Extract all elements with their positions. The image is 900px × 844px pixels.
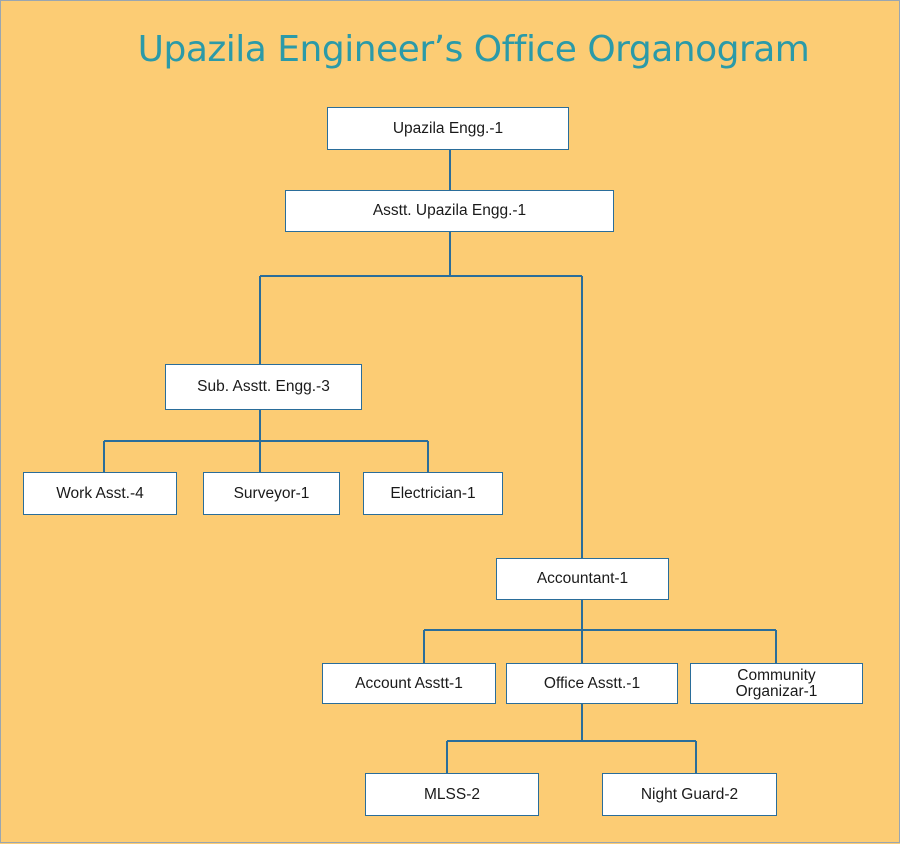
node-label: Electrician-1 (390, 484, 476, 502)
node-accountant: Accountant-1 (496, 558, 669, 600)
node-label-line2: Organizar-1 (735, 682, 818, 700)
diagram-title: Upazila Engineer’s Office Organogram (137, 29, 810, 70)
node-label: Work Asst.-4 (56, 484, 144, 502)
node-work-asst: Work Asst.-4 (23, 472, 177, 515)
node-label: Surveyor-1 (233, 484, 310, 502)
node-label: Account Asstt-1 (355, 674, 463, 692)
node-office-asstt: Office Asstt.-1 (506, 663, 678, 704)
node-electrician: Electrician-1 (363, 472, 503, 515)
node-surveyor: Surveyor-1 (203, 472, 340, 515)
node-sub-asstt-engg: Sub. Asstt. Engg.-3 (165, 364, 362, 410)
node-asstt-upazila-engg: Asstt. Upazila Engg.-1 (285, 190, 614, 232)
node-night-guard: Night Guard-2 (602, 773, 777, 816)
node-account-asstt: Account Asstt-1 (322, 663, 496, 704)
node-mlss: MLSS-2 (365, 773, 539, 816)
node-label-line1: Community (737, 666, 816, 684)
node-label: Upazila Engg.-1 (392, 119, 504, 137)
node-label: MLSS-2 (424, 785, 480, 803)
node-label: Office Asstt.-1 (543, 674, 641, 692)
node-label: Accountant-1 (536, 570, 629, 587)
node-label: Asstt. Upazila Engg.-1 (372, 202, 527, 219)
node-community-organizar: Community Organizar-1 (690, 663, 863, 704)
node-label: Sub. Asstt. Engg.-3 (197, 378, 330, 395)
node-upazila-engg: Upazila Engg.-1 (327, 107, 569, 150)
node-label: Night Guard-2 (640, 785, 739, 803)
